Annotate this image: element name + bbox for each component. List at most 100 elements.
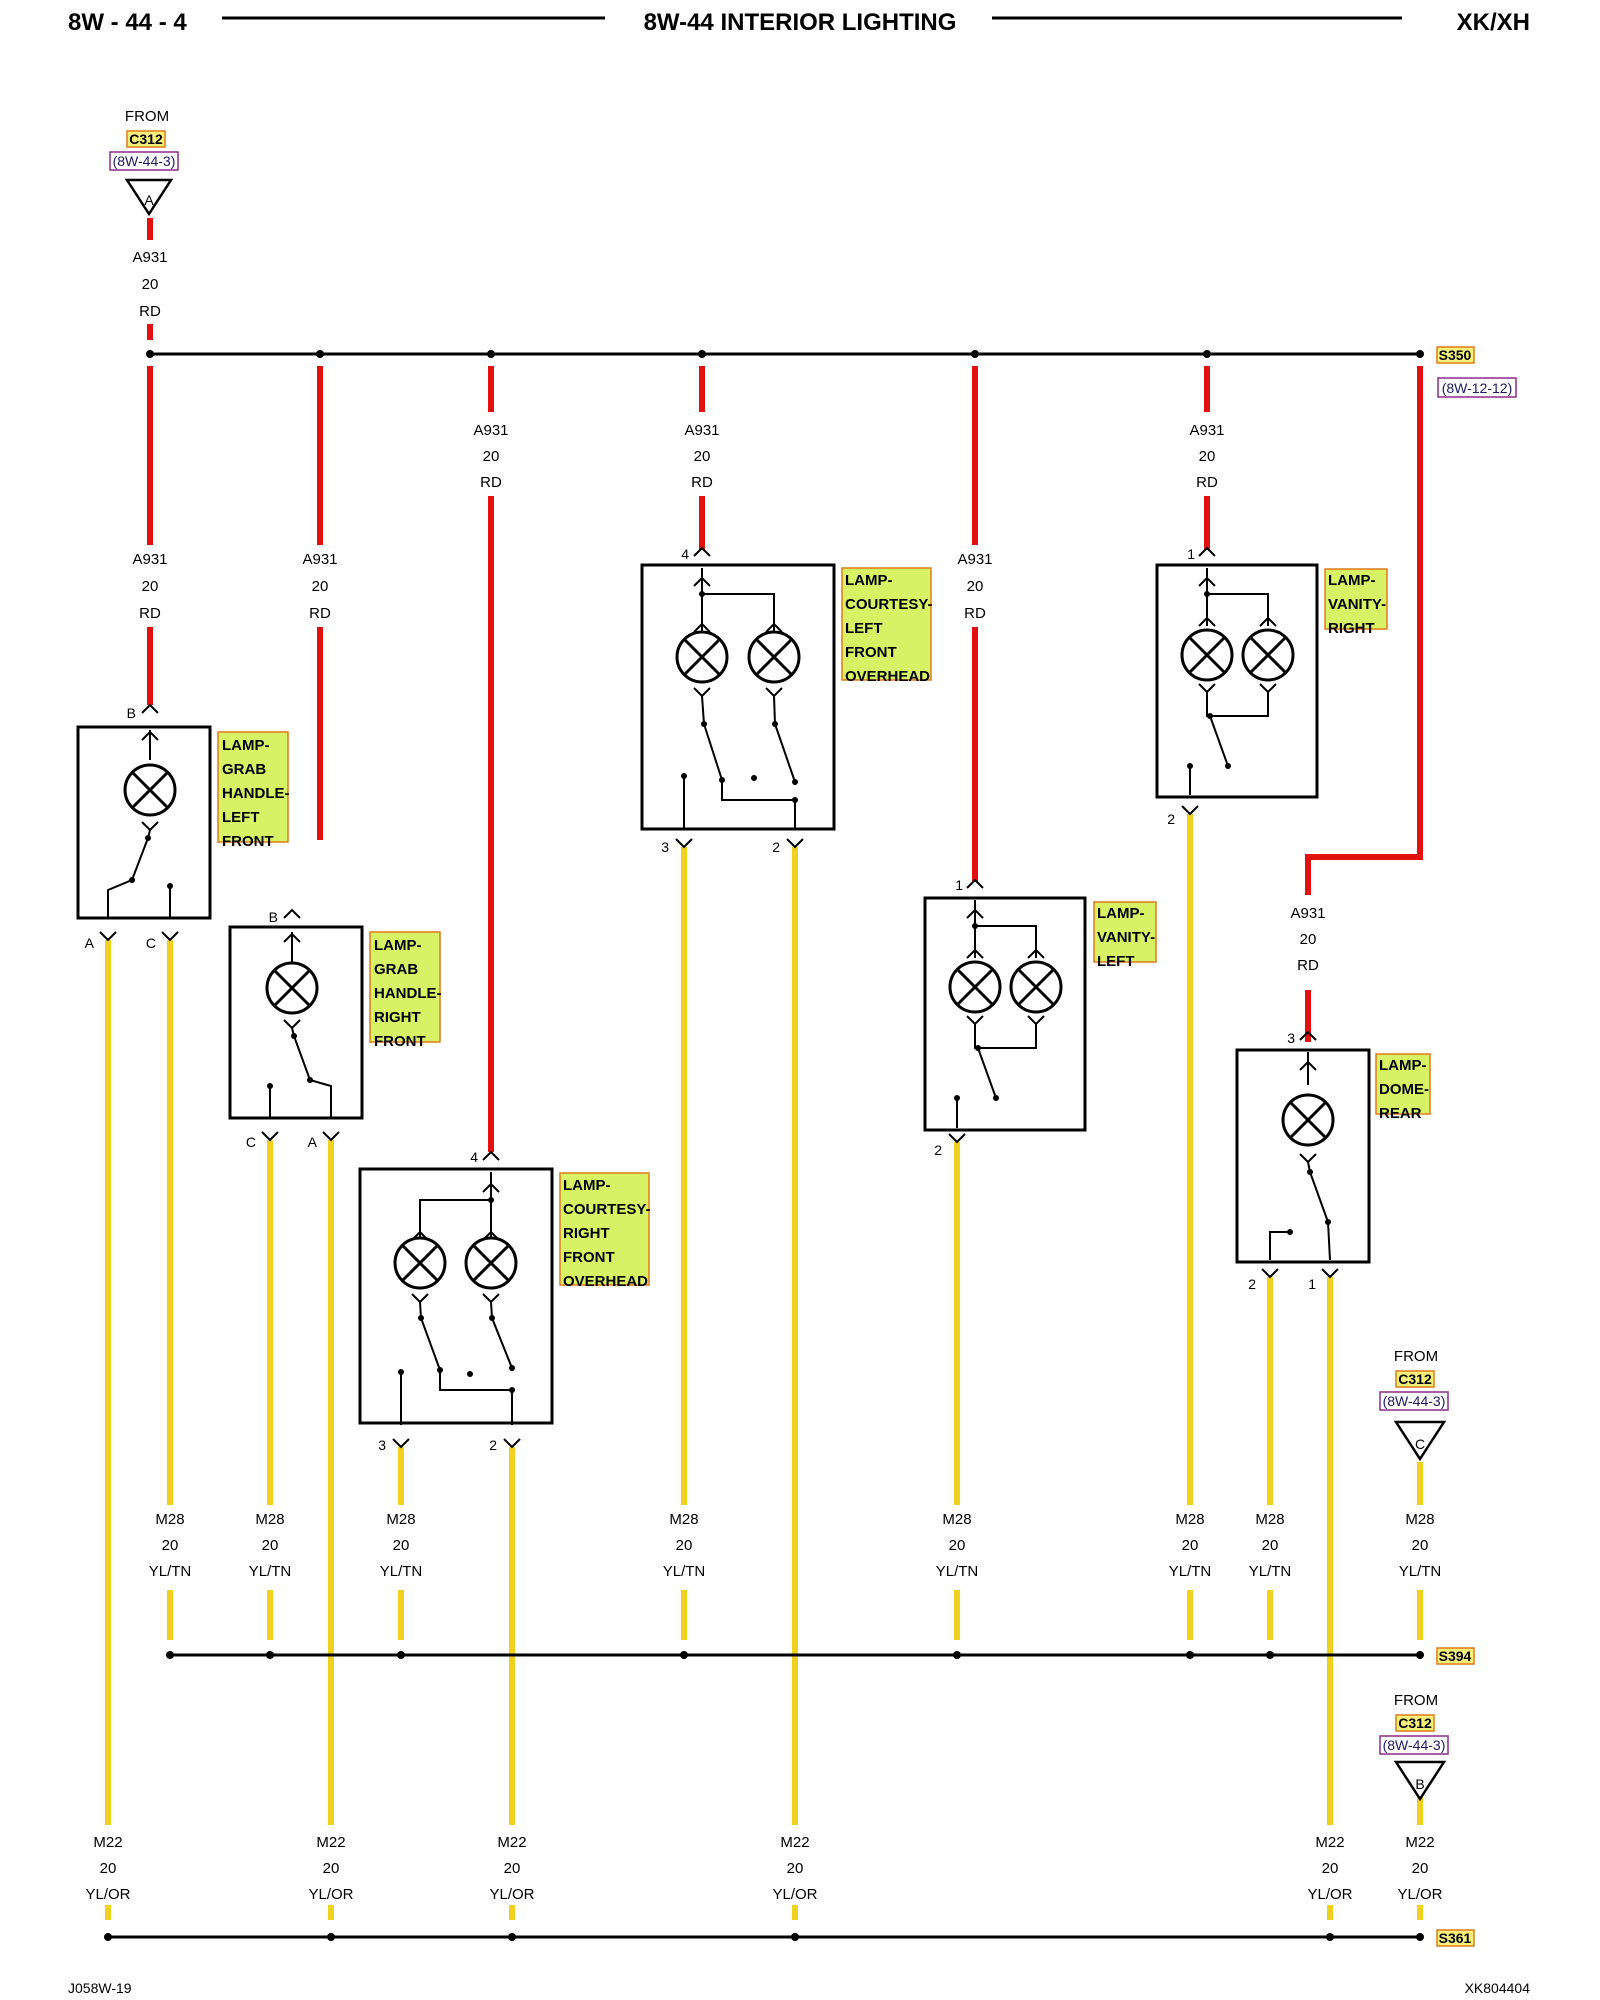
svg-text:RD: RD <box>1196 474 1218 491</box>
pin-label: 3 <box>661 839 669 855</box>
svg-text:M22: M22 <box>1405 1834 1434 1851</box>
pin-label: 2 <box>934 1142 942 1158</box>
svg-text:M22: M22 <box>1315 1834 1344 1851</box>
pin-chevron-icon <box>161 931 179 941</box>
svg-text:YL/TN: YL/TN <box>1169 1563 1212 1580</box>
feed-from-c312-c: FROM C312 (8W-44-3) C <box>1379 1348 1449 1462</box>
svg-text:20: 20 <box>1182 1537 1199 1554</box>
svg-text:RD: RD <box>1297 957 1319 974</box>
svg-text:A931: A931 <box>1290 905 1325 922</box>
pin-chevron-icon <box>141 704 159 714</box>
splice-label-s394: S394 <box>1439 1648 1472 1664</box>
pin-chevron-icon <box>1181 805 1199 815</box>
splice-bus-s361: S361 <box>104 1929 1475 1947</box>
feed-ref-label: (8W-44-3) <box>113 153 176 169</box>
splice-label-s361: S361 <box>1439 1930 1472 1946</box>
svg-text:20: 20 <box>1412 1537 1429 1554</box>
bulb-icon <box>675 630 729 684</box>
bulb-icon <box>1180 628 1234 682</box>
svg-text:M28: M28 <box>155 1511 184 1528</box>
bulb-icon <box>948 960 1002 1014</box>
wire-label-m28: M28 20 YL/TN <box>1169 1511 1212 1580</box>
svg-text:20: 20 <box>393 1537 410 1554</box>
wire-label-a931: A931 20 RD <box>473 422 508 491</box>
component-label: LAMP- GRAB HANDLE- LEFT FRONT <box>222 737 294 850</box>
bulb-icon <box>1281 1093 1335 1147</box>
wire-label-a931: A931 20 RD <box>684 422 719 491</box>
svg-text:RD: RD <box>309 605 331 622</box>
svg-text:RD: RD <box>480 474 502 491</box>
wire-label-a931: A931 20 RD <box>302 551 337 622</box>
svg-text:M28: M28 <box>255 1511 284 1528</box>
pin-label: 1 <box>955 877 963 893</box>
svg-text:A931: A931 <box>302 551 337 568</box>
wire-label-m22: M22 20 YL/OR <box>489 1834 534 1903</box>
svg-text:M22: M22 <box>93 1834 122 1851</box>
vehicle-code: XK/XH <box>1457 9 1530 36</box>
svg-text:20: 20 <box>676 1537 693 1554</box>
splice-bus-s394: S394 <box>166 1647 1475 1665</box>
svg-text:YL/TN: YL/TN <box>1249 1563 1292 1580</box>
svg-text:20: 20 <box>504 1860 521 1877</box>
svg-text:A931: A931 <box>957 551 992 568</box>
svg-text:20: 20 <box>967 578 984 595</box>
svg-text:20: 20 <box>142 578 159 595</box>
pin-label: 2 <box>1248 1276 1256 1292</box>
wire-label-m22: M22 20 YL/OR <box>1307 1834 1352 1903</box>
svg-text:M28: M28 <box>1175 1511 1204 1528</box>
pin-label: A <box>308 1134 318 1150</box>
wire-label-a931: A931 20 RD <box>132 249 167 320</box>
svg-text:20: 20 <box>1300 931 1317 948</box>
splice-bus-s350: S350 (8W-12-12) <box>146 346 1517 398</box>
pin-chevron-icon <box>261 1131 279 1141</box>
bulb-icon <box>464 1236 518 1290</box>
pin-label: 4 <box>470 1149 478 1165</box>
feed-ref-label: (8W-44-3) <box>1383 1737 1446 1753</box>
bulb-icon <box>393 1236 447 1290</box>
yellow-wires <box>105 814 1423 1920</box>
svg-text:20: 20 <box>312 578 329 595</box>
svg-text:20: 20 <box>1262 1537 1279 1554</box>
svg-text:A931: A931 <box>684 422 719 439</box>
pin-label: 2 <box>772 839 780 855</box>
svg-text:YL/OR: YL/OR <box>1397 1886 1442 1903</box>
pin-chevron-icon <box>1321 1268 1339 1278</box>
pin-chevron-icon <box>948 1133 966 1143</box>
svg-text:M22: M22 <box>780 1834 809 1851</box>
feed-from-label: FROM <box>125 108 169 125</box>
svg-text:YL/OR: YL/OR <box>85 1886 130 1903</box>
wire-label-m22: M22 20 YL/OR <box>85 1834 130 1903</box>
svg-text:YL/TN: YL/TN <box>663 1563 706 1580</box>
svg-text:M28: M28 <box>669 1511 698 1528</box>
wire-label-m22: M22 20 YL/OR <box>1397 1834 1442 1903</box>
pin-label: A <box>85 935 95 951</box>
component-label: LAMP- VANITY- RIGHT <box>1328 572 1390 637</box>
feed-triangle-icon <box>124 178 174 217</box>
pin-label: B <box>269 909 278 925</box>
svg-text:YL/TN: YL/TN <box>380 1563 423 1580</box>
svg-text:YL/TN: YL/TN <box>936 1563 979 1580</box>
pin-label: C <box>146 935 156 951</box>
red-wires <box>147 218 1423 1152</box>
svg-text:A931: A931 <box>132 551 167 568</box>
svg-text:RD: RD <box>964 605 986 622</box>
bulb-icon <box>747 630 801 684</box>
bulb-icon <box>1241 628 1295 682</box>
svg-text:20: 20 <box>1412 1860 1429 1877</box>
feed-letter: B <box>1415 1776 1424 1792</box>
page-title: 8W-44 INTERIOR LIGHTING <box>644 9 957 36</box>
svg-text:M28: M28 <box>386 1511 415 1528</box>
wire-label-a931: A931 20 RD <box>1290 905 1325 974</box>
pin-chevron-icon <box>675 838 693 848</box>
component-label: LAMP- GRAB HANDLE- RIGHT FRONT <box>374 937 446 1050</box>
pin-label: 1 <box>1187 546 1195 562</box>
feed-connector-label: C312 <box>129 131 163 147</box>
pin-chevron-icon <box>966 879 984 889</box>
wire-label-m22: M22 20 YL/OR <box>772 1834 817 1903</box>
svg-text:YL/OR: YL/OR <box>1307 1886 1352 1903</box>
svg-text:20: 20 <box>100 1860 117 1877</box>
feed-connector-label: C312 <box>1398 1371 1432 1387</box>
lamp-grab-handle-left-front: B A C LAMP- GRAB HANDLE- LEFT FRONT <box>76 704 294 951</box>
footer-left-code: J058W-19 <box>68 1980 132 1996</box>
pin-label: 1 <box>1308 1276 1316 1292</box>
